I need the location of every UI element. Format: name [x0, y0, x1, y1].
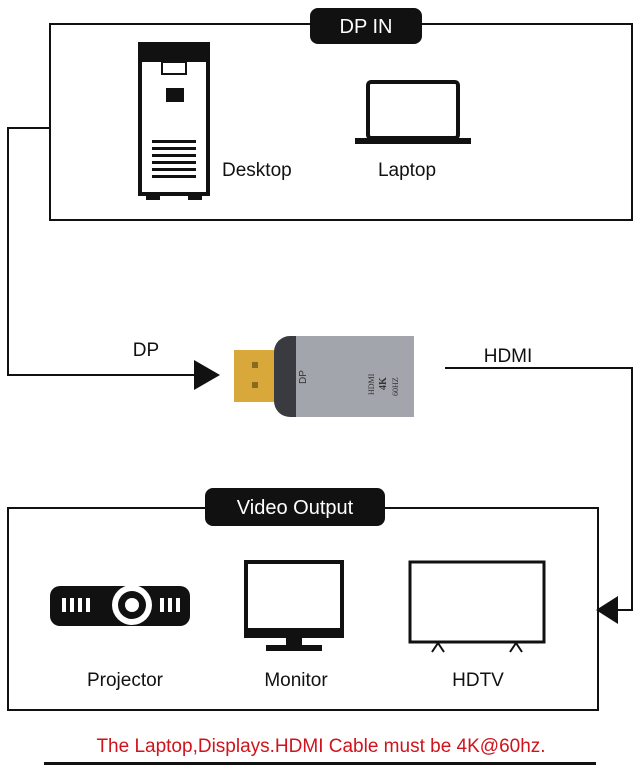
source-box-title-pill — [310, 8, 422, 44]
projector-icon — [50, 585, 190, 626]
desktop-label: Desktop — [222, 160, 292, 181]
projector-label: Projector — [87, 670, 164, 691]
adapter-hdmi-text: HDMI — [367, 373, 376, 395]
monitor-icon — [244, 560, 344, 651]
note-underline — [44, 762, 596, 765]
laptop-icon — [355, 80, 471, 144]
hdtv-icon — [408, 560, 546, 653]
adapter-dp-text: DP — [298, 370, 309, 384]
dp-to-hdmi-adapter: DP HDMI 4K 60HZ — [234, 336, 414, 417]
dp-cable-line — [7, 127, 200, 376]
adapter-4k-text: 4K — [378, 377, 389, 390]
source-box — [49, 23, 633, 221]
output-box-title: Video Output — [237, 497, 354, 519]
dp-arrow-icon — [194, 360, 220, 390]
monitor-label: Monitor — [264, 670, 328, 691]
laptop-label: Laptop — [378, 160, 436, 181]
hdmi-arrow-icon — [596, 596, 618, 624]
dp-label: DP — [133, 340, 159, 361]
cable-requirement-note: The Laptop,Displays.HDMI Cable must be 4… — [96, 736, 545, 757]
desktop-icon — [138, 42, 210, 200]
source-box-title: DP IN — [340, 16, 393, 38]
hdmi-cable-line — [445, 367, 633, 611]
output-box-title-pill — [205, 488, 385, 526]
adapter-60hz-text: 60HZ — [391, 377, 400, 396]
hdtv-label: HDTV — [452, 670, 504, 691]
hdmi-label: HDMI — [484, 346, 533, 367]
